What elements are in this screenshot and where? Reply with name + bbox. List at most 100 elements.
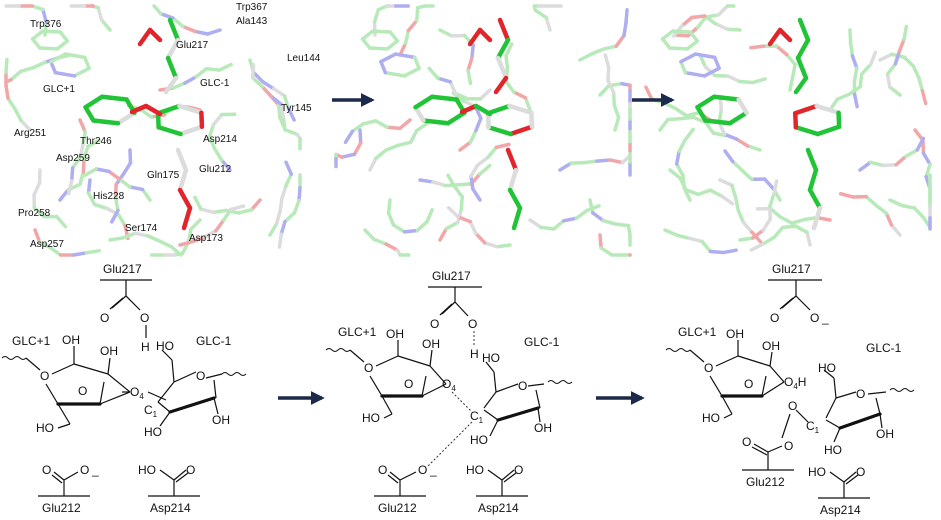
residue-stick — [269, 94, 283, 107]
residue-stick — [486, 145, 499, 159]
residue-stick — [644, 85, 654, 101]
residue-stick — [121, 161, 133, 176]
residue-stick — [281, 115, 287, 132]
glucose-ring-plus — [703, 118, 733, 126]
residue-stick — [146, 234, 162, 243]
ts-asp214-o: O — [514, 463, 523, 477]
glucose-ring-minus — [793, 111, 799, 130]
residue-stick — [271, 86, 287, 98]
residue-stick — [495, 243, 512, 249]
residue-stick — [468, 219, 478, 236]
glucose-ring-plus — [421, 118, 451, 126]
residue-stick — [601, 44, 618, 51]
aromatic-ring — [368, 46, 389, 51]
residue-stick — [452, 184, 465, 199]
ts-glcplus-o: O — [404, 377, 413, 391]
residue-stick — [778, 215, 794, 225]
glucose-ring-minus — [485, 103, 512, 116]
residue-stick — [749, 242, 765, 252]
residue-stick — [889, 223, 902, 237]
glu217-sidechain — [493, 75, 509, 95]
residue-stick — [713, 21, 729, 31]
residue-stick — [33, 228, 42, 244]
residue-stick — [788, 75, 795, 92]
ts-glcplus-ho6: HO — [362, 411, 380, 425]
residue-stick — [658, 117, 670, 132]
glu217-o1: O — [100, 311, 109, 325]
aromatic-ring — [82, 55, 91, 71]
residue-stick — [504, 53, 510, 71]
residue-stick — [675, 233, 692, 241]
residue-stick — [438, 28, 454, 38]
aromatic-ring — [679, 52, 698, 64]
residue-stick — [456, 215, 472, 224]
residue-stick — [470, 43, 475, 60]
residue-stick — [734, 137, 750, 148]
aromatic-ring — [683, 70, 707, 78]
aromatic-ring — [49, 59, 58, 75]
residue-stick — [815, 215, 832, 222]
residue-stick — [127, 185, 145, 192]
glu217-sidechain — [795, 55, 809, 81]
p-glu212-o1: O — [742, 435, 751, 449]
residue-stick — [438, 226, 449, 242]
residue-stick — [726, 74, 742, 84]
label-ser174: Ser174 — [125, 223, 158, 234]
residue-stick — [169, 244, 183, 257]
residue-stick — [772, 179, 779, 196]
ts-glcplus-label: GLC+1 — [338, 325, 377, 339]
residue-stick — [761, 235, 776, 246]
residue-stick — [81, 130, 87, 147]
glycosidic-bond — [459, 103, 479, 115]
glu217-sidechain — [165, 55, 179, 81]
ts-glycosidic-o: O4 — [442, 377, 456, 393]
aromatic-ring — [41, 29, 62, 34]
residue-stick — [847, 85, 862, 96]
p-glcminus-label: GLC-1 — [866, 341, 902, 355]
glycosidic-o: O4 — [130, 385, 144, 401]
residue-stick — [868, 160, 885, 168]
p-glu212-label: Glu212 — [746, 475, 785, 489]
glu212-sidechain — [181, 205, 193, 231]
residue-stick — [478, 88, 492, 101]
residue-stick — [897, 37, 906, 54]
residue-stick — [603, 53, 611, 70]
ts-c1-label: C1 — [470, 409, 484, 425]
residue-stick — [6, 96, 17, 111]
glu212-sidechain — [805, 147, 819, 173]
residue-stick — [391, 223, 407, 234]
glu217-sidechain — [163, 75, 179, 95]
aromatic-ring — [402, 66, 421, 78]
ligand-stick — [147, 27, 163, 43]
p-o4h: O4H — [784, 375, 806, 391]
residue-stick — [730, 159, 744, 173]
residue-stick — [396, 140, 413, 148]
residue-stick — [444, 220, 460, 231]
glcplus-oh3: OH — [62, 333, 80, 347]
label-his228: His228 — [93, 191, 125, 202]
residue-stick — [551, 219, 566, 231]
residue-stick — [504, 79, 516, 94]
residue-stick — [458, 140, 473, 152]
residue-stick — [415, 219, 429, 233]
residue-stick — [203, 228, 218, 239]
residue-stick — [4, 57, 9, 75]
residue-stick — [884, 211, 894, 227]
residue-stick — [598, 83, 611, 97]
residue-stick — [668, 168, 682, 180]
residue-stick — [276, 103, 282, 120]
glu212-label: Glu212 — [42, 501, 81, 515]
glucose-ring-plus — [91, 118, 121, 126]
residue-stick — [385, 125, 402, 131]
aromatic-ring — [30, 37, 42, 50]
residue-stick — [606, 78, 616, 94]
residue-stick — [446, 173, 457, 189]
residue-stick — [686, 25, 700, 38]
residue-stick — [58, 188, 70, 202]
residue-stick — [86, 178, 92, 195]
glu212-sidechain — [507, 187, 523, 211]
residue-stick — [601, 218, 618, 226]
ts-glcplus-oh2: OH — [422, 337, 440, 351]
residue-stick — [474, 231, 487, 245]
residue-stick — [121, 231, 137, 240]
